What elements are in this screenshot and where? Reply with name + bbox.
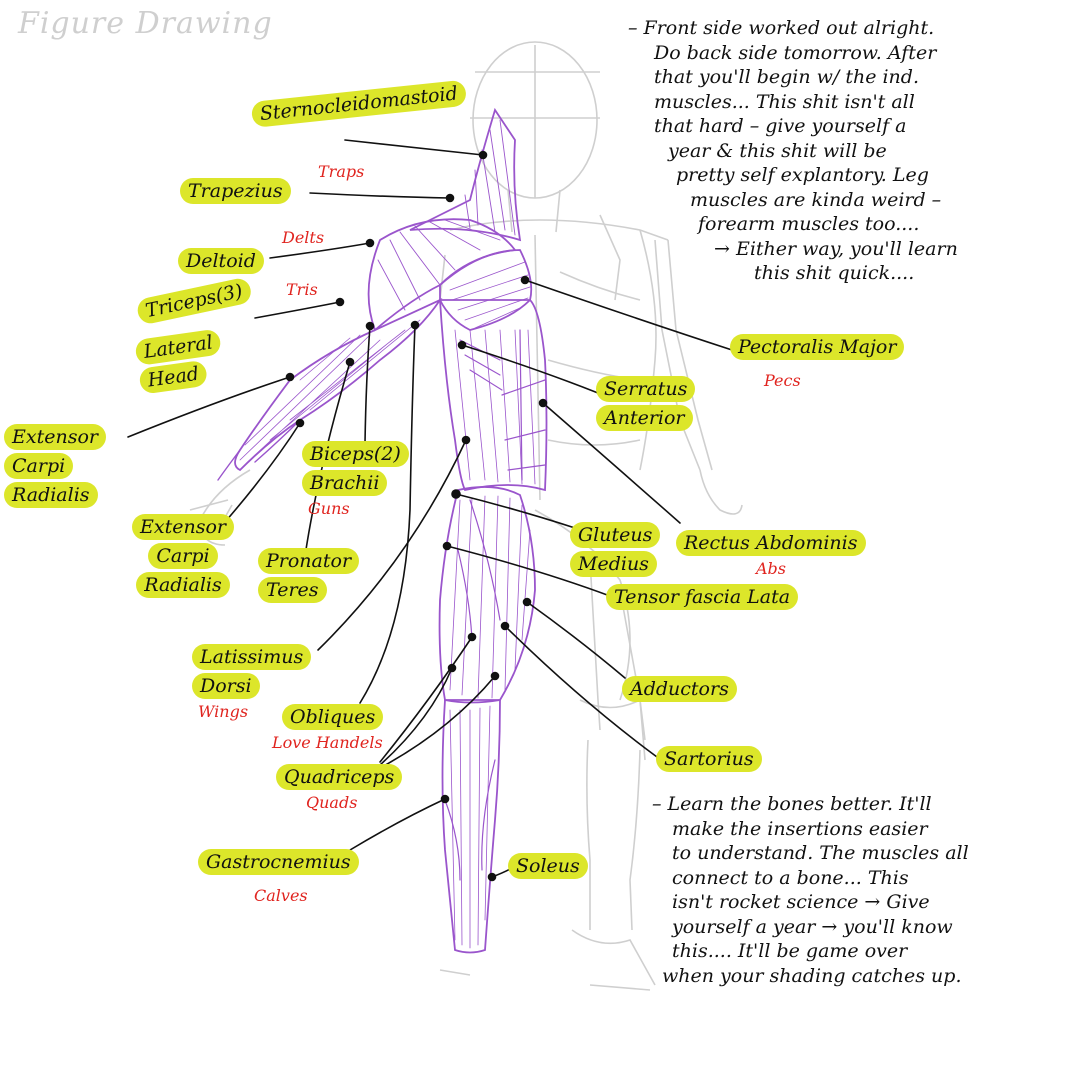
label-line: Deltoid: [178, 248, 264, 274]
label-line: Adductors: [622, 676, 737, 702]
note-top: – Front side worked out alright. Do back…: [628, 16, 958, 286]
note-line: – Front side worked out alright.: [628, 17, 935, 39]
alias-traps: Traps: [318, 162, 365, 181]
label-extensor-carpi-radialis-lower: Extensor Carpi Radialis: [132, 514, 234, 598]
label-line: Radialis: [4, 482, 98, 508]
note-line: to understand. The muscles all: [672, 842, 969, 864]
label-line: Tensor fascia Lata: [606, 584, 799, 610]
label-pronator-teres: Pronator Teres: [258, 548, 360, 603]
note-line: when your shading catches up.: [662, 964, 962, 987]
skeleton-sketch: [189, 41, 743, 991]
note-line: that hard – give yourself a: [654, 115, 907, 137]
label-line: Soleus: [508, 853, 588, 879]
note-line: year & this shit will be: [668, 139, 887, 162]
label-line: Carpi: [148, 543, 218, 569]
label-line: Anterior: [596, 405, 693, 431]
label-line: Obliques: [282, 704, 384, 730]
label-line: Gastrocnemius: [198, 849, 359, 875]
label-line: Quadriceps: [276, 764, 403, 790]
note-line: make the insertions easier: [672, 817, 928, 840]
note-line: pretty self explantory. Leg: [676, 164, 929, 186]
note-line: Do back side tomorrow. After: [654, 41, 937, 64]
label-line: Biceps(2): [302, 441, 409, 467]
label-trapezius: Trapezius: [180, 178, 291, 204]
alias-guns: Guns: [308, 499, 350, 518]
label-pectoralis-major: Pectoralis Major Pecs: [730, 334, 905, 391]
note-line: this shit quick....: [754, 262, 915, 284]
label-line: Extensor: [4, 424, 106, 450]
label-line: Sartorius: [656, 746, 762, 772]
label-latissimus-dorsi: Latissimus Dorsi Wings: [192, 644, 312, 722]
note-line: that you'll begin w/ the ind.: [654, 66, 919, 88]
label-line: Pronator: [258, 548, 360, 574]
label-deltoid: Deltoid: [178, 248, 264, 274]
leader-lines: [127, 139, 733, 882]
muscle-figure: [217, 107, 548, 954]
label-line: Carpi: [4, 453, 74, 479]
label-line: Trapezius: [180, 178, 291, 204]
note-line: muscles are kinda weird –: [690, 188, 942, 211]
label-biceps-brachii: Biceps(2) Brachii Guns: [302, 441, 409, 519]
label-rectus-abdominis: Rectus Abdominis Abs: [676, 530, 866, 579]
note-line: → Either way, you'll learn: [714, 237, 958, 260]
label-line: Latissimus: [192, 644, 312, 670]
label-triceps-lateral-head: Lateral Head: [134, 328, 226, 395]
label-quadriceps: Quadriceps Quads: [276, 764, 403, 813]
note-line: yourself a year → you'll know: [672, 915, 953, 938]
alias-tris: Tris: [286, 280, 318, 299]
label-line: Teres: [258, 577, 327, 603]
page-title: Figure Drawing: [18, 6, 273, 41]
note-line: – Learn the bones better. It'll: [652, 793, 932, 815]
label-gluteus-medius: Gluteus Medius: [570, 522, 661, 577]
alias-love-handels: Love Handels: [272, 733, 383, 752]
label-line: Dorsi: [192, 673, 260, 699]
label-adductors: Adductors: [622, 676, 737, 702]
label-gastrocnemius: Gastrocnemius Calves: [198, 849, 359, 906]
note-bottom: – Learn the bones better. It'll make the…: [652, 792, 969, 988]
label-line: Gluteus: [570, 522, 661, 548]
alias-abs: Abs: [756, 559, 787, 578]
label-obliques: Obliques: [282, 704, 384, 730]
alias-calves: Calves: [254, 886, 308, 905]
label-line: Rectus Abdominis: [676, 530, 866, 556]
alias-delts: Delts: [282, 228, 325, 247]
alias-pecs: Pecs: [764, 371, 801, 390]
label-sartorius: Sartorius: [656, 746, 762, 772]
label-line: Extensor: [132, 514, 234, 540]
alias-quads: Quads: [306, 793, 358, 812]
label-line: Pectoralis Major: [730, 334, 905, 360]
label-serratus-anterior: Serratus Anterior: [596, 376, 696, 431]
label-line: Brachii: [302, 470, 388, 496]
note-line: connect to a bone... This: [672, 866, 909, 889]
note-line: muscles... This shit isn't all: [654, 90, 915, 113]
label-extensor-carpi-radialis-upper: Extensor Carpi Radialis: [4, 424, 106, 508]
note-line: this.... It'll be game over: [672, 940, 908, 962]
alias-wings: Wings: [198, 702, 249, 721]
note-line: isn't rocket science → Give: [672, 891, 930, 913]
label-soleus: Soleus: [508, 853, 588, 879]
label-tensor-fascia-lata: Tensor fascia Lata: [606, 584, 799, 610]
label-line: Serratus: [596, 376, 696, 402]
label-line: Medius: [570, 551, 657, 577]
note-line: forearm muscles too....: [698, 213, 920, 235]
label-line: Radialis: [136, 572, 230, 598]
